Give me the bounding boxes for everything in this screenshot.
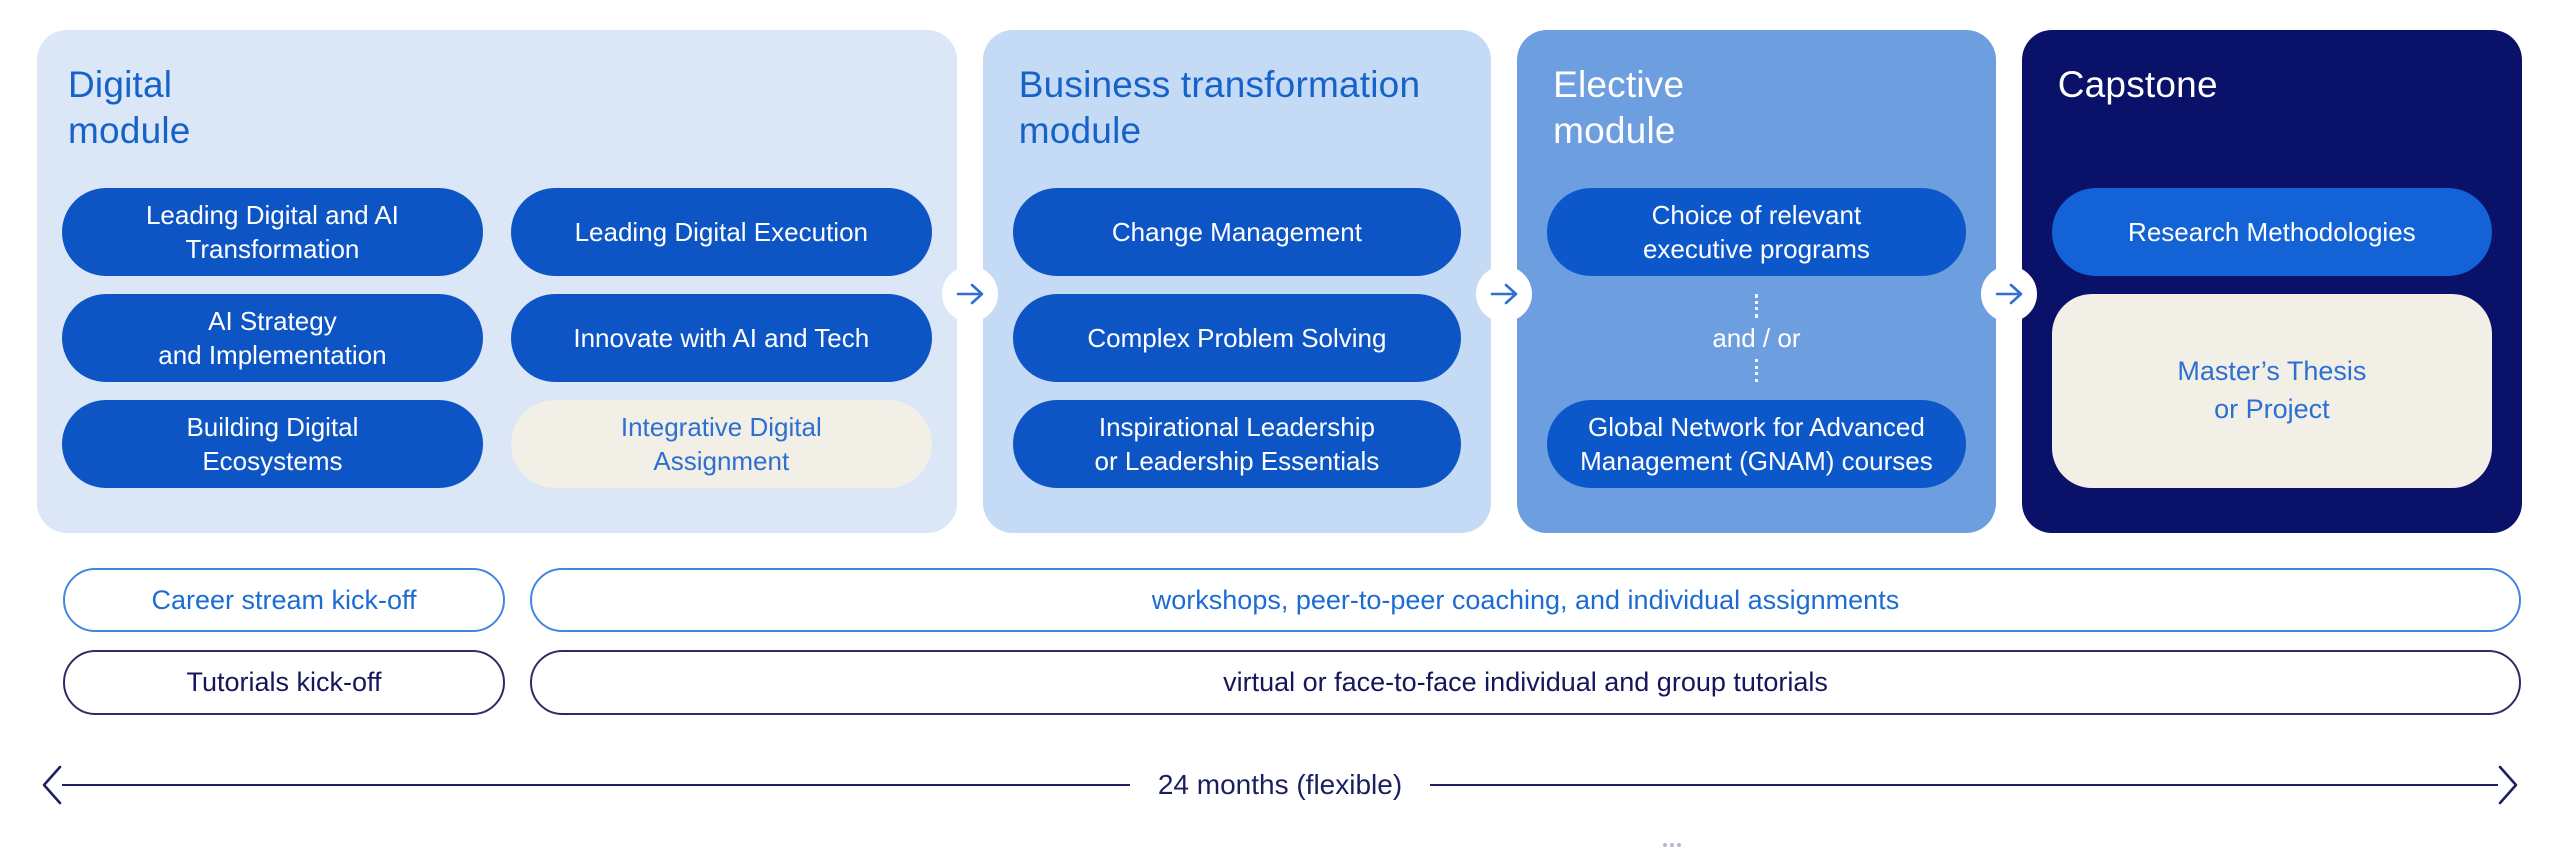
right-arrow-icon (956, 283, 984, 305)
right-arrow-icon (1995, 283, 2023, 305)
dotted-line (1754, 358, 1758, 382)
module-capstone: Capstone Research Methodologies Master’s… (1980, 30, 2522, 533)
and-or-connector: and / or (1547, 294, 1966, 382)
modules-row: Digital module Leading Digital and AI Tr… (37, 30, 2522, 533)
module-elective: Elective module Choice of relevant execu… (1476, 30, 1996, 533)
and-or-label: and / or (1712, 322, 1801, 353)
module-digital-title: Digital module (68, 64, 191, 152)
course-pill-integrative-digital-assignment: Integrative Digital Assignment (510, 400, 932, 488)
support-row-career: Career stream kick-off workshops, peer-t… (63, 568, 2521, 632)
tutorials-kickoff-pill: Tutorials kick-off (63, 650, 505, 715)
module-business-title: Business transformation module (1018, 64, 1421, 152)
course-pill-ai-strategy-implementation: AI Strategy and Implementation (62, 294, 483, 382)
timeline-duration-label: 24 months (flexible) (1157, 769, 1403, 800)
right-chevron-icon (2498, 765, 2518, 805)
module-digital: Digital module Leading Digital and AI Tr… (37, 30, 957, 533)
masters-thesis-box: Master’s Thesis or Project (2051, 294, 2492, 488)
course-pill-inspirational-leadership: Inspirational Leadership or Leadership E… (1012, 400, 1462, 488)
right-arrow-icon (1490, 283, 1518, 305)
timeline-line-right (1430, 783, 2498, 787)
module-capstone-title: Capstone (2057, 64, 2218, 105)
timeline-line-left (62, 783, 1130, 787)
course-pill-executive-programs: Choice of relevant executive programs (1547, 188, 1966, 276)
capstone-pill-list: Research Methodologies Master’s Thesis o… (2051, 188, 2492, 488)
dotted-line (1754, 294, 1758, 318)
course-pill-building-digital-ecosystems: Building Digital Ecosystems (62, 400, 483, 488)
digital-pill-grid: Leading Digital and AI Transformation Le… (62, 188, 932, 488)
cropped-glyph-artifact (1663, 843, 1667, 847)
support-row-tutorials: Tutorials kick-off virtual or face-to-fa… (63, 650, 2521, 715)
duration-timeline: 24 months (flexible) (42, 763, 2518, 807)
course-pill-leading-digital-execution: Leading Digital Execution (510, 188, 932, 276)
course-pill-leading-digital-ai-transformation: Leading Digital and AI Transformation (62, 188, 483, 276)
left-chevron-icon (42, 765, 62, 805)
course-pill-change-management: Change Management (1012, 188, 1462, 276)
course-pill-research-methodologies: Research Methodologies (2051, 188, 2492, 276)
module-connector-badge-2 (1476, 266, 1533, 322)
course-pill-innovate-ai-tech: Innovate with AI and Tech (510, 294, 932, 382)
career-stream-kickoff-pill: Career stream kick-off (63, 568, 505, 632)
module-elective-title: Elective module (1553, 64, 1685, 152)
elective-pill-list: Choice of relevant executive programs an… (1547, 188, 1966, 488)
course-pill-gnam-courses: Global Network for Advanced Management (… (1547, 400, 1966, 488)
module-connector-badge-1 (941, 266, 998, 322)
tutorials-description-pill: virtual or face-to-face individual and g… (530, 650, 2521, 715)
course-pill-complex-problem-solving: Complex Problem Solving (1012, 294, 1462, 382)
workshops-coaching-pill: workshops, peer-to-peer coaching, and in… (530, 568, 2521, 632)
module-business-transformation: Business transformation module Change Ma… (941, 30, 1492, 533)
module-connector-badge-3 (1980, 266, 2037, 322)
business-pill-list: Change Management Complex Problem Solvin… (1012, 188, 1462, 488)
